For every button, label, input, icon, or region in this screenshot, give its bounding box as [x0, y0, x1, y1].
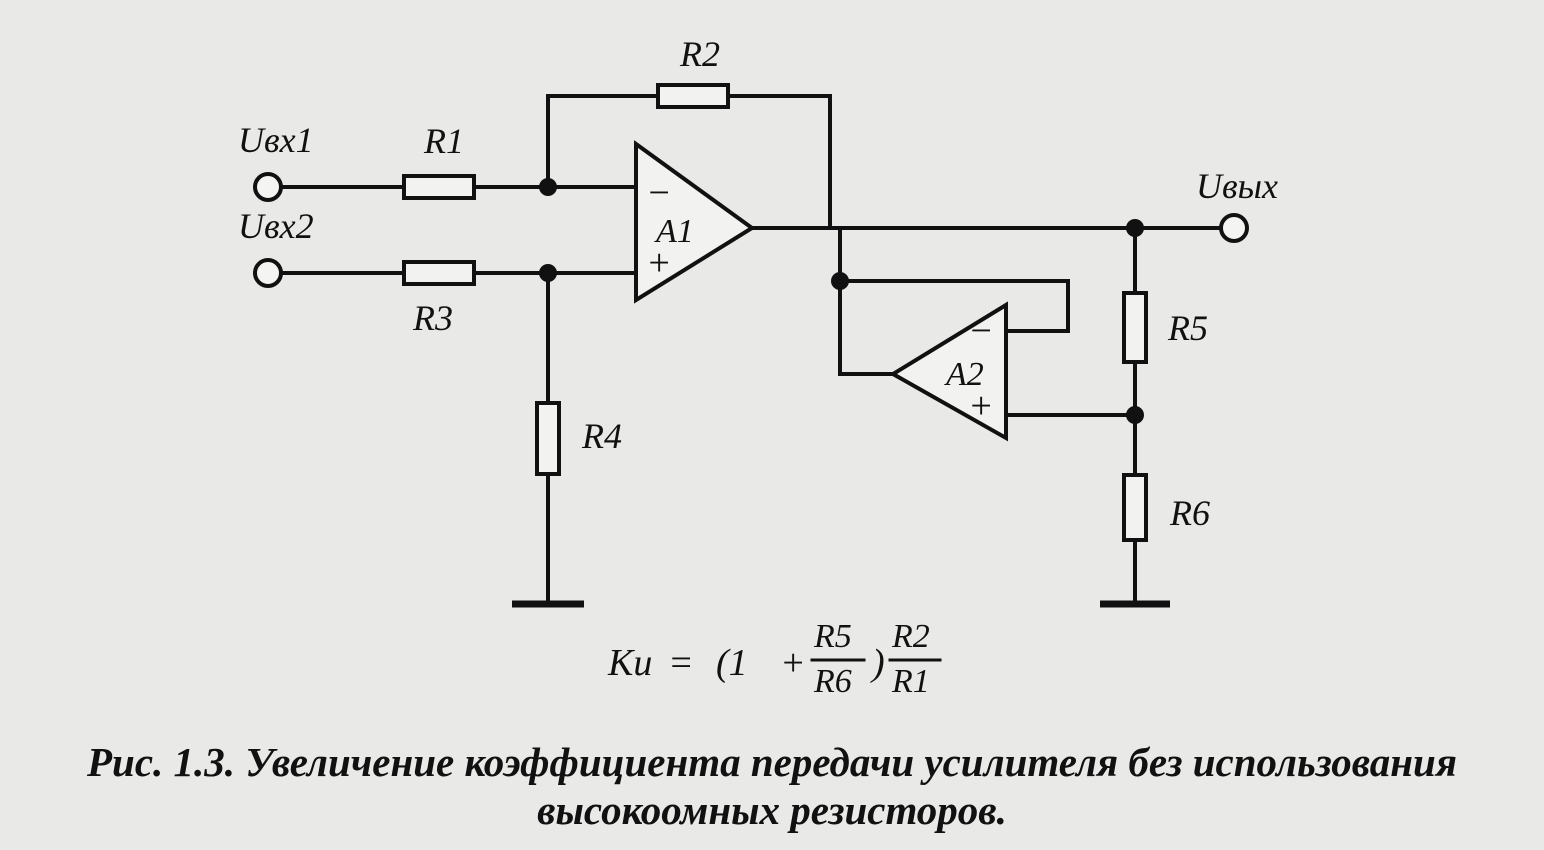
resistor-r4 [535, 401, 561, 476]
formula-open: (1 [716, 642, 748, 684]
junction-dot [1126, 219, 1144, 237]
label-r5: R5 [1167, 308, 1208, 348]
formula-plus: + [780, 642, 806, 684]
opamp-a2 [889, 301, 1008, 442]
sign-a2-plus: + [968, 385, 994, 427]
label-r1: R1 [423, 121, 464, 161]
label-r2: R2 [679, 34, 720, 74]
label-a2: A2 [944, 356, 984, 393]
label-output: Uвых [1196, 166, 1278, 206]
formula-lhs: Ku [607, 642, 652, 684]
sign-a1-plus: + [646, 242, 672, 284]
sign-a1-minus: − [646, 172, 672, 214]
wire-a2-out [838, 226, 895, 376]
resistor-r2 [656, 83, 730, 109]
gain-formula: Ku = (1 + R5 R6 ) R2 R1 [607, 618, 942, 700]
junction-dot [539, 178, 557, 196]
formula-den1: R6 [813, 663, 852, 700]
junction-dot [539, 264, 557, 282]
label-r4: R4 [581, 416, 622, 456]
resistor-r5 [1122, 291, 1148, 364]
terminal-output [1219, 213, 1249, 243]
label-r6: R6 [1169, 493, 1210, 533]
junction-dot [1126, 406, 1144, 424]
resistor-r6 [1122, 473, 1148, 542]
formula-equals: = [668, 642, 694, 684]
terminal-input-2 [253, 258, 283, 288]
opamp-a1 [634, 140, 756, 304]
sign-a2-minus: − [968, 310, 994, 352]
figure-caption-line-1: Рис. 1.3. Увеличение коэффициента переда… [87, 739, 1457, 785]
terminal-input-1 [253, 172, 283, 202]
label-a1: A1 [654, 213, 694, 250]
formula-num2: R2 [891, 618, 930, 655]
label-r3: R3 [412, 298, 453, 338]
label-input-2: Uвх2 [238, 206, 314, 246]
wire-r2-right [726, 94, 832, 230]
formula-num1: R5 [813, 618, 852, 655]
formula-close: ) [870, 642, 885, 684]
wire-a2-minus [838, 279, 1070, 333]
junction-dot [831, 272, 849, 290]
resistor-r3 [402, 260, 476, 286]
wire-r2-left [546, 94, 660, 189]
figure-caption-line-2: высокоомных резисторов. [537, 787, 1007, 833]
formula-den2: R1 [891, 663, 930, 700]
label-input-1: Uвх1 [238, 120, 314, 160]
resistor-r1 [402, 174, 476, 200]
